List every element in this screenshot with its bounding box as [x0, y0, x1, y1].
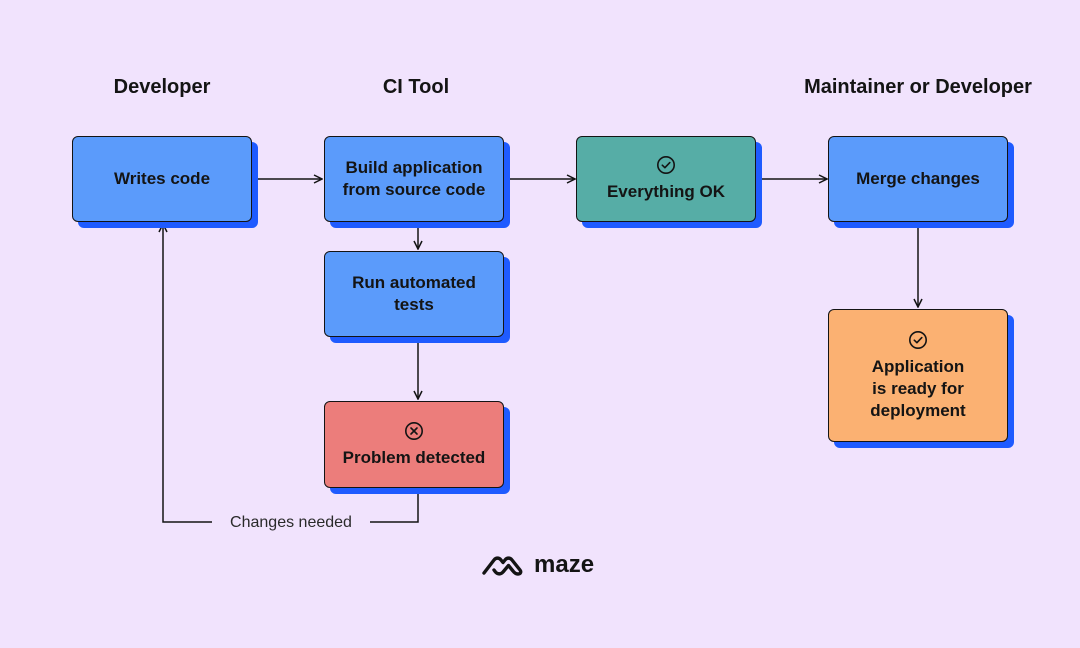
node-label: Problem detected	[342, 447, 486, 467]
node-problem-detected: Problem detected	[324, 401, 504, 488]
maze-logo-text: maze	[534, 551, 595, 578]
x-circle-icon	[405, 421, 423, 440]
maze-logo-icon	[482, 556, 523, 576]
node-ready-for-deployment: Application is ready for deployment	[828, 309, 1008, 442]
maze-logo: maze	[480, 548, 594, 582]
node-label: Everything OK	[606, 182, 726, 201]
lane-title-maintainer: Maintainer or Developer	[804, 76, 1032, 98]
node-label: Run automated tests	[352, 273, 476, 314]
node-writes-code: Writes code	[72, 136, 252, 222]
node-build-application: Build application from source code	[324, 136, 504, 222]
check-circle-icon	[657, 156, 675, 174]
node-label: Merge changes	[856, 169, 980, 188]
node-everything-ok: Everything OK	[576, 136, 756, 222]
node-label: Build application from source code	[342, 158, 486, 199]
node-merge-changes: Merge changes	[828, 136, 1008, 222]
lane-title-developer: Developer	[113, 76, 211, 98]
node-run-automated-tests: Run automated tests	[324, 251, 504, 337]
node-label: Writes code	[113, 169, 211, 188]
node-label: Application is ready for deployment	[870, 356, 966, 420]
lane-title-ci-tool: CI Tool	[382, 76, 450, 98]
check-circle-icon	[909, 330, 927, 349]
edge-label-changes-needed: Changes needed	[212, 512, 370, 534]
